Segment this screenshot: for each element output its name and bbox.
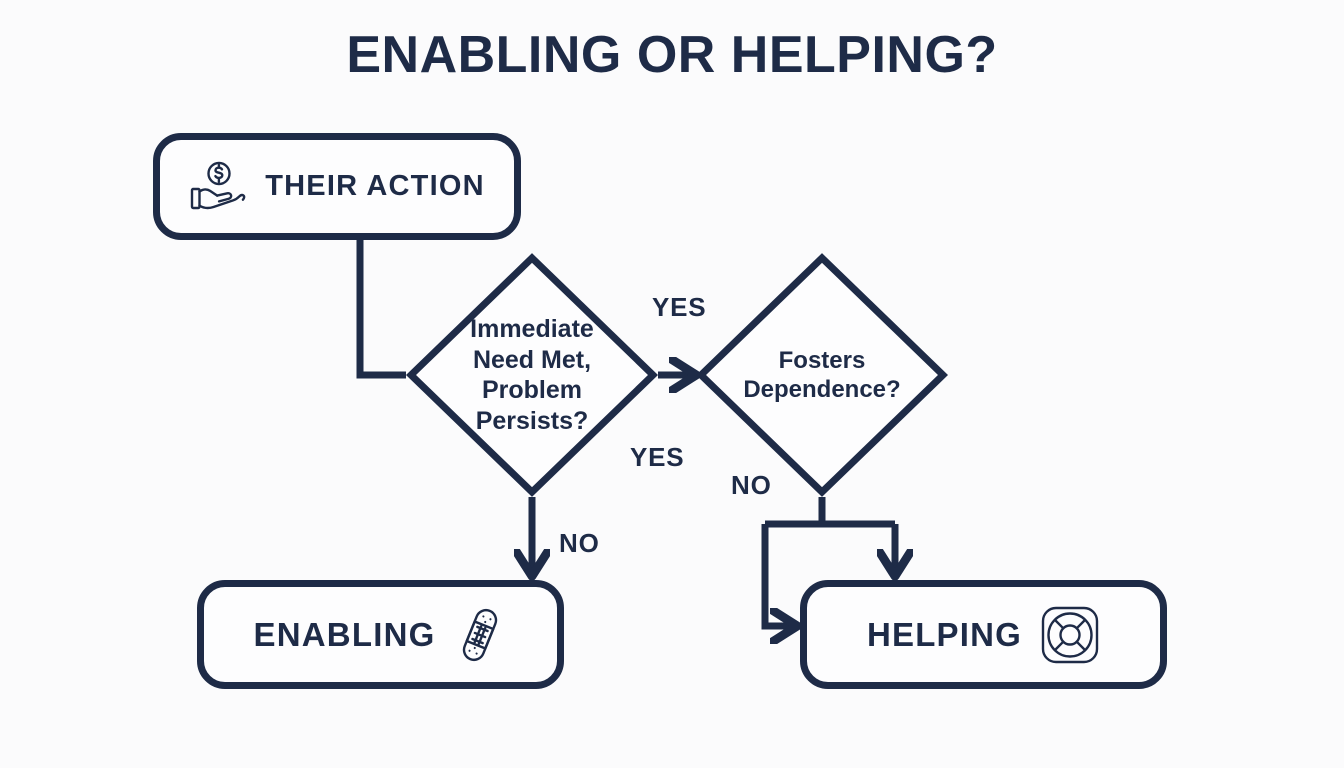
node-helping-label: HELPING	[866, 615, 1023, 653]
edge-label-yes-top: YES	[652, 292, 707, 322]
node-their-action-label: THEIR ACTION	[265, 170, 485, 202]
node-decision-immediate-need-label: Immediate Need Met, Problem Persists?	[470, 315, 594, 435]
node-decision-fosters-dependence[interactable]: Fosters Dependence?	[696, 253, 948, 497]
node-enabling-label: ENABLING	[253, 615, 436, 653]
node-enabling[interactable]: ENABLING	[197, 580, 564, 689]
diamond-shape	[696, 253, 948, 497]
node-helping[interactable]: HELPING	[800, 580, 1167, 689]
edge-start-to-decision-1	[356, 240, 406, 379]
diamond-shape	[406, 253, 658, 497]
page-title: ENABLING OR HELPING?	[346, 26, 998, 84]
edge-label-no-right: NO	[731, 470, 772, 500]
edge-label-no-left: NO	[559, 528, 600, 558]
bandage-icon	[453, 605, 507, 665]
node-decision-fosters-dependence-label: Fosters Dependence?	[743, 346, 901, 403]
lifebuoy-icon	[1040, 605, 1100, 665]
node-decision-immediate-need[interactable]: Immediate Need Met, Problem Persists?	[406, 253, 658, 497]
edge-label-yes-bottom: YES	[630, 442, 685, 472]
node-their-action[interactable]: THEIR ACTION	[153, 133, 521, 240]
hand-holding-coin-icon	[189, 160, 247, 214]
edge-decision-2-to-helping-left	[761, 524, 791, 626]
